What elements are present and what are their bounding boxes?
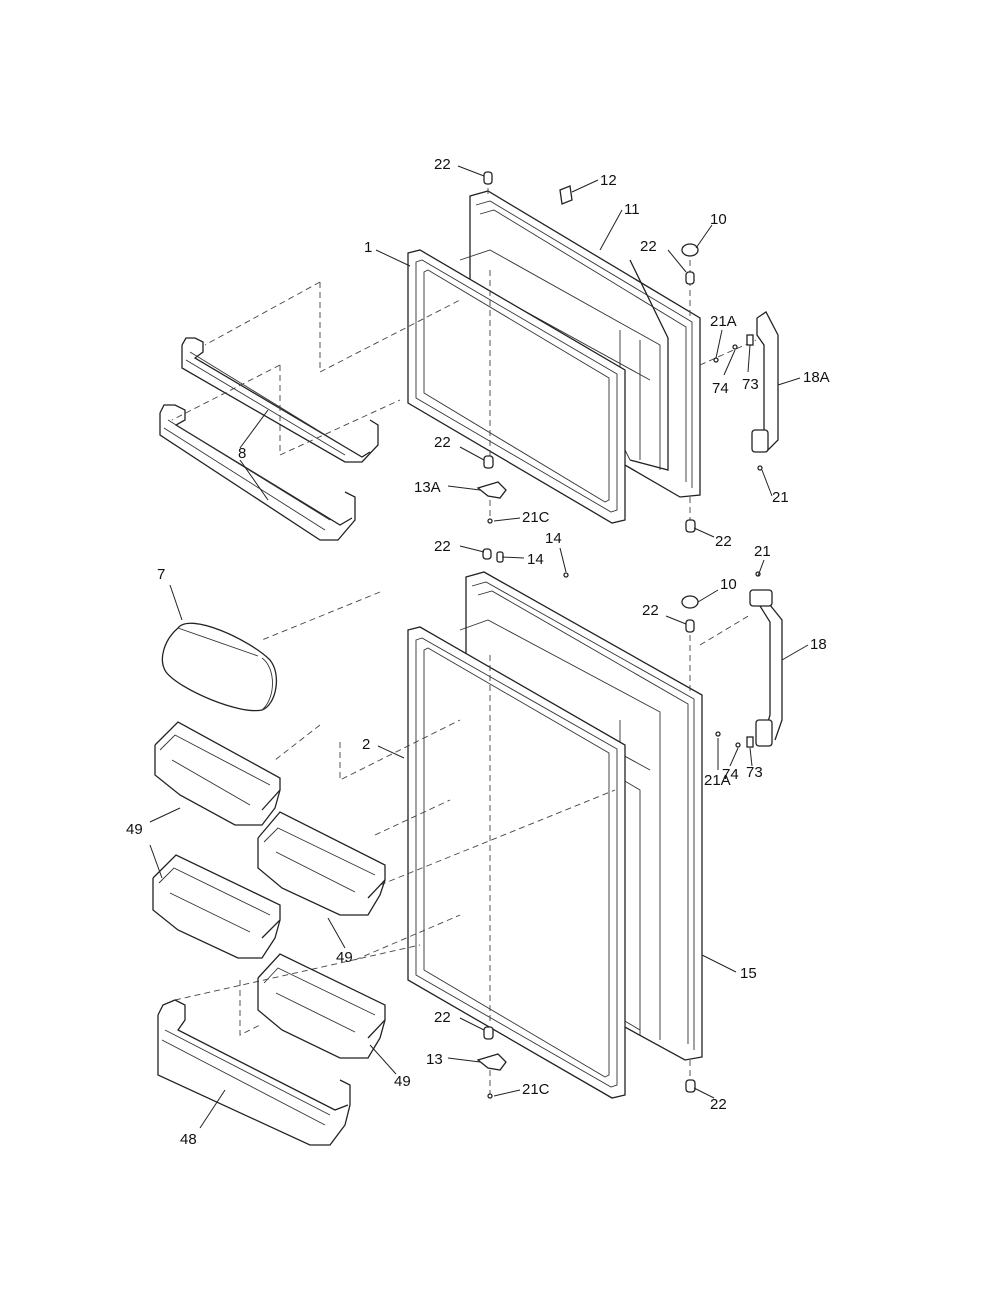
callout-12: 12: [600, 172, 617, 189]
callout-21C: 21C: [522, 1081, 550, 1098]
screw-21A-upper: [713, 357, 719, 363]
callout-49: 49: [126, 821, 143, 838]
cap-10-lower: [681, 595, 699, 609]
callout-13: 13: [426, 1051, 443, 1068]
callout-1: 1: [364, 239, 372, 256]
callout-22: 22: [642, 602, 659, 619]
pin-22-freezer-bottom: [483, 455, 494, 469]
pin-22-mid: [482, 548, 492, 560]
pin-22-lower: [483, 1026, 494, 1040]
lower-hinge-parts: [476, 548, 754, 1099]
washer-14-b: [563, 572, 569, 578]
callout-22: 22: [434, 1009, 451, 1026]
hinge-pin-22-top: [483, 171, 493, 185]
callout-49: 49: [394, 1073, 411, 1090]
callout-22: 22: [640, 238, 657, 255]
door-shelf-48: [157, 999, 351, 1146]
dairy-compartment-7: [161, 622, 278, 712]
fresh-food-handle-18: [749, 571, 783, 747]
callout-73: 73: [742, 376, 759, 393]
nut-73-upper: [746, 334, 754, 346]
freezer-handle-18A: [751, 311, 779, 471]
cap-10-upper: [681, 243, 699, 257]
freezer-door-gasket-1: [407, 249, 626, 524]
callout-10: 10: [720, 576, 737, 593]
screw-74-upper: [732, 344, 738, 350]
callout-21C: 21C: [522, 509, 550, 526]
pin-22-freezer-right-bottom: [685, 519, 696, 533]
callout-18: 18: [810, 636, 827, 653]
callout-15: 15: [740, 965, 757, 982]
plug-12: [559, 185, 573, 205]
callout-8: 8: [238, 445, 246, 462]
callout-73: 73: [746, 764, 763, 781]
screw-21C-a: [487, 518, 493, 524]
freezer-shelf-bar-upper: [181, 337, 379, 463]
door-bin-49-bottom: [257, 953, 386, 1059]
callout-22: 22: [434, 434, 451, 451]
callout-21: 21: [754, 543, 771, 560]
upper-hinge-parts: [476, 171, 754, 533]
hinge-13: [476, 1053, 507, 1071]
callout-74: 74: [712, 380, 729, 397]
callout-22: 22: [715, 533, 732, 550]
callout-21A: 21A: [710, 313, 737, 330]
pin-22-lower-right: [685, 619, 695, 633]
lower-dashed-guides: [174, 591, 751, 1095]
callout-labels: 22 12 11 10 22 1 21A 74 73 18A 8 22 13A …: [126, 156, 830, 1148]
pin-22-bottom-right: [685, 1079, 696, 1093]
callout-11: 11: [624, 201, 640, 218]
pin-22-upper-right: [685, 271, 695, 285]
leader-lines: [149, 165, 809, 1129]
callout-18A: 18A: [803, 369, 830, 386]
door-bin-49-low: [152, 854, 281, 959]
callout-7: 7: [157, 566, 165, 583]
fresh-food-door-gasket-2: [407, 626, 626, 1099]
hinge-13A: [476, 481, 507, 499]
callout-49: 49: [336, 949, 353, 966]
freezer-shelf-bar-lower: [159, 404, 356, 541]
callout-21: 21: [772, 489, 789, 506]
door-bin-49-top: [154, 721, 281, 826]
callout-13A: 13A: [414, 479, 441, 496]
callout-14: 14: [545, 530, 562, 547]
door-bin-49-mid: [257, 811, 386, 916]
screw-21A-lower: [715, 731, 721, 737]
callout-2: 2: [362, 736, 370, 753]
callout-21A: 21A: [704, 772, 731, 789]
screw-74-lower: [735, 742, 741, 748]
callout-22: 22: [710, 1096, 727, 1113]
callout-74: 74: [722, 766, 739, 783]
callout-22: 22: [434, 156, 451, 173]
nut-73-lower: [746, 736, 754, 748]
callout-48: 48: [180, 1131, 197, 1148]
callout-22: 22: [434, 538, 451, 555]
callout-10: 10: [710, 211, 727, 228]
callout-14: 14: [527, 551, 544, 568]
screw-21C-b: [487, 1093, 493, 1099]
